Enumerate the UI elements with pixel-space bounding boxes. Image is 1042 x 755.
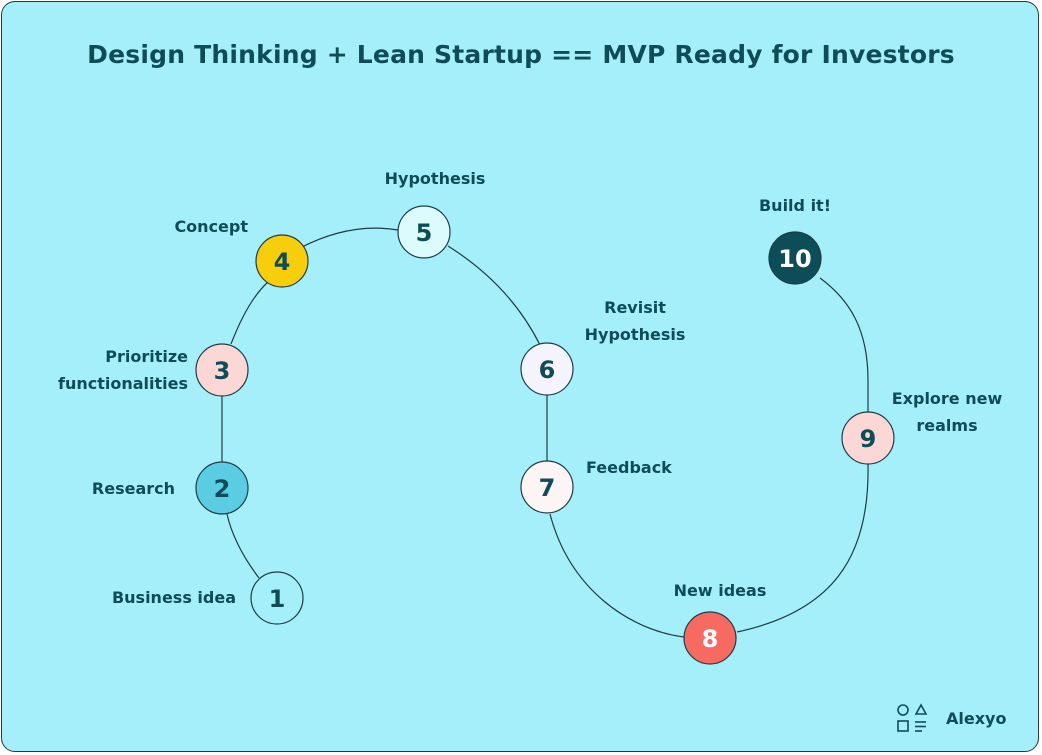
brand: Alexyo bbox=[896, 703, 1006, 733]
connector-1-2 bbox=[226, 513, 260, 579]
step-number-8: 8 bbox=[702, 625, 719, 653]
step-number-3: 3 bbox=[214, 357, 231, 385]
step-number-7: 7 bbox=[539, 474, 556, 502]
connectors bbox=[221, 227, 869, 638]
label-step-9: Explore new realms bbox=[891, 389, 1003, 435]
step-node-5: 5 bbox=[397, 205, 451, 259]
label-step-7: Feedback bbox=[586, 458, 672, 477]
step-circle-1 bbox=[250, 571, 304, 625]
connector-7-8 bbox=[549, 513, 685, 638]
step-node-6: 6 bbox=[520, 342, 574, 396]
label-step-10: Build it! bbox=[758, 196, 831, 215]
label-step-4: Concept bbox=[174, 217, 248, 236]
step-node-7: 7 bbox=[520, 460, 574, 514]
step-node-4: 4 bbox=[255, 234, 309, 288]
step-node-3: 3 bbox=[195, 343, 249, 397]
label-step-6: Revisit Hypothesis bbox=[584, 298, 686, 344]
diagram-title: Design Thinking + Lean Startup == MVP Re… bbox=[87, 40, 955, 69]
connector-9-10 bbox=[819, 277, 869, 412]
step-circle-2 bbox=[195, 461, 249, 515]
step-circle-7 bbox=[520, 460, 574, 514]
step-number-2: 2 bbox=[214, 475, 231, 503]
step-number-4: 4 bbox=[274, 248, 291, 276]
step-node-1: 1 bbox=[250, 571, 304, 625]
step-nodes: 1 2 3 4 5 6 7 8 9 10 bbox=[195, 205, 895, 665]
label-step-5: Hypothesis bbox=[384, 169, 486, 188]
connector-5-6 bbox=[447, 245, 541, 346]
step-node-9: 9 bbox=[841, 411, 895, 465]
step-circle-3 bbox=[195, 343, 249, 397]
step-node-8: 8 bbox=[683, 611, 737, 665]
step-circle-4 bbox=[255, 234, 309, 288]
step-circle-8 bbox=[683, 611, 737, 665]
step-number-5: 5 bbox=[416, 219, 433, 247]
step-number-6: 6 bbox=[539, 356, 556, 384]
label-step-8: New ideas bbox=[673, 581, 767, 600]
connector-3-4 bbox=[230, 281, 269, 345]
label-step-1: Business idea bbox=[111, 588, 236, 607]
step-circle-10 bbox=[768, 231, 822, 285]
brand-name: Alexyo bbox=[946, 708, 1007, 728]
step-number-1: 1 bbox=[269, 585, 286, 613]
label-step-3: Prioritize functionalities bbox=[57, 347, 188, 393]
step-circle-9 bbox=[841, 411, 895, 465]
step-circle-5 bbox=[397, 205, 451, 259]
step-node-10: 10 bbox=[768, 231, 822, 285]
step-number-10: 10 bbox=[778, 245, 811, 273]
connector-8-9 bbox=[736, 463, 869, 633]
shapes-logo-icon bbox=[897, 703, 928, 732]
step-number-9: 9 bbox=[860, 425, 877, 453]
step-circle-6 bbox=[520, 342, 574, 396]
label-step-2: Research bbox=[91, 479, 175, 498]
step-node-2: 2 bbox=[195, 461, 249, 515]
connector-4-5 bbox=[299, 227, 399, 249]
